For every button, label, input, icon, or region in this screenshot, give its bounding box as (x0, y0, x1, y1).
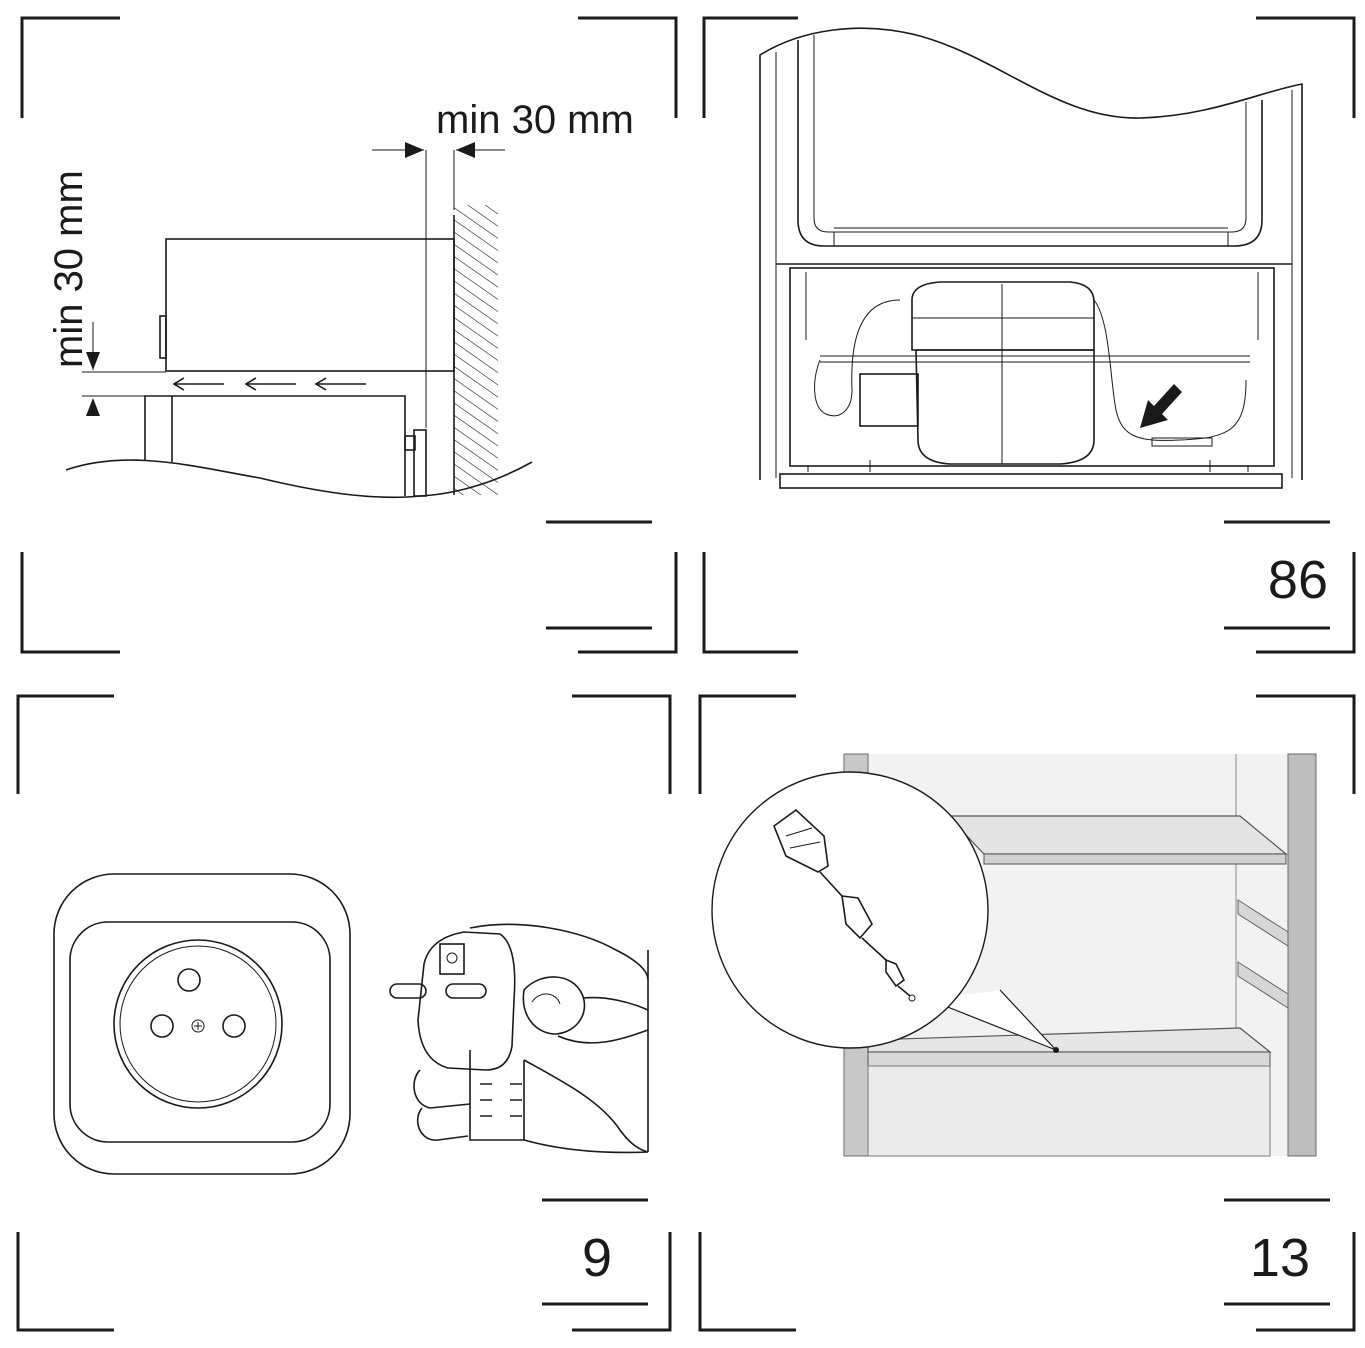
arrow-pointer (1140, 384, 1182, 428)
figure-number: 13 (1250, 1228, 1310, 1288)
panel-frame-corners (16, 694, 672, 1332)
drain-cleaner-tool (773, 808, 916, 1002)
fridge-interior (843, 753, 1317, 1157)
panel-frame-corners (20, 16, 678, 654)
figure-number: 86 (1268, 550, 1328, 610)
panel-compressor: 86 (702, 16, 1356, 654)
airflow-arrows (172, 377, 366, 391)
wall (454, 205, 498, 495)
clearance-diagram (65, 142, 533, 499)
panel-frame-corners (702, 16, 1356, 654)
figure-number: 9 (582, 1228, 612, 1288)
compressor-diagram (759, 27, 1303, 489)
plug-in-hand (389, 923, 649, 1154)
appliance-box (165, 238, 455, 372)
panel-frame-corners (698, 694, 1356, 1332)
panel-drain: 13 (698, 694, 1356, 1332)
wall-socket (53, 873, 351, 1175)
magnifier-callout (711, 771, 1057, 1051)
panel-socket-plug: 9 (16, 694, 672, 1332)
compressor-unit (814, 281, 1247, 465)
dimension-label-top: min 30 mm (436, 98, 634, 142)
panel-clearance: min 30 mm min 30 mm (20, 16, 678, 654)
dimension-label-side: min 30 mm (47, 170, 91, 368)
